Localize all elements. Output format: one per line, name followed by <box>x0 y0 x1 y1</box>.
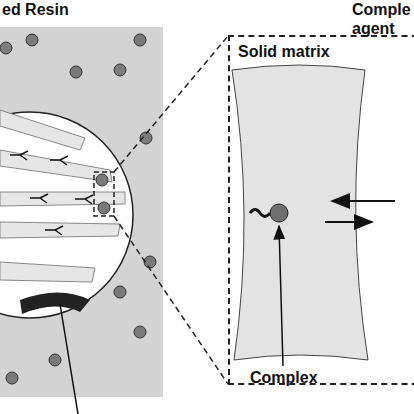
arrow <box>332 200 395 202</box>
dark-pore <box>20 293 90 315</box>
extractant-molecules <box>10 151 93 235</box>
zoom-line <box>114 216 228 384</box>
pores <box>0 110 125 282</box>
leader-line <box>279 226 283 366</box>
heading-label: ed Resin <box>2 0 122 19</box>
complexing-agent-dots <box>0 34 156 384</box>
complex-symbol <box>270 204 288 222</box>
zoom-line <box>114 36 228 172</box>
matrix-band <box>232 65 368 360</box>
node-title: Solid matrix <box>238 43 330 61</box>
heading-label: Comple agent <box>352 0 414 38</box>
zoom-region <box>94 172 114 216</box>
complex-tail <box>250 210 270 217</box>
callout-label: Complex <box>250 368 340 387</box>
arrow <box>325 221 372 223</box>
leader-line <box>60 304 78 414</box>
zoom-box: Solid matrix <box>228 35 414 385</box>
